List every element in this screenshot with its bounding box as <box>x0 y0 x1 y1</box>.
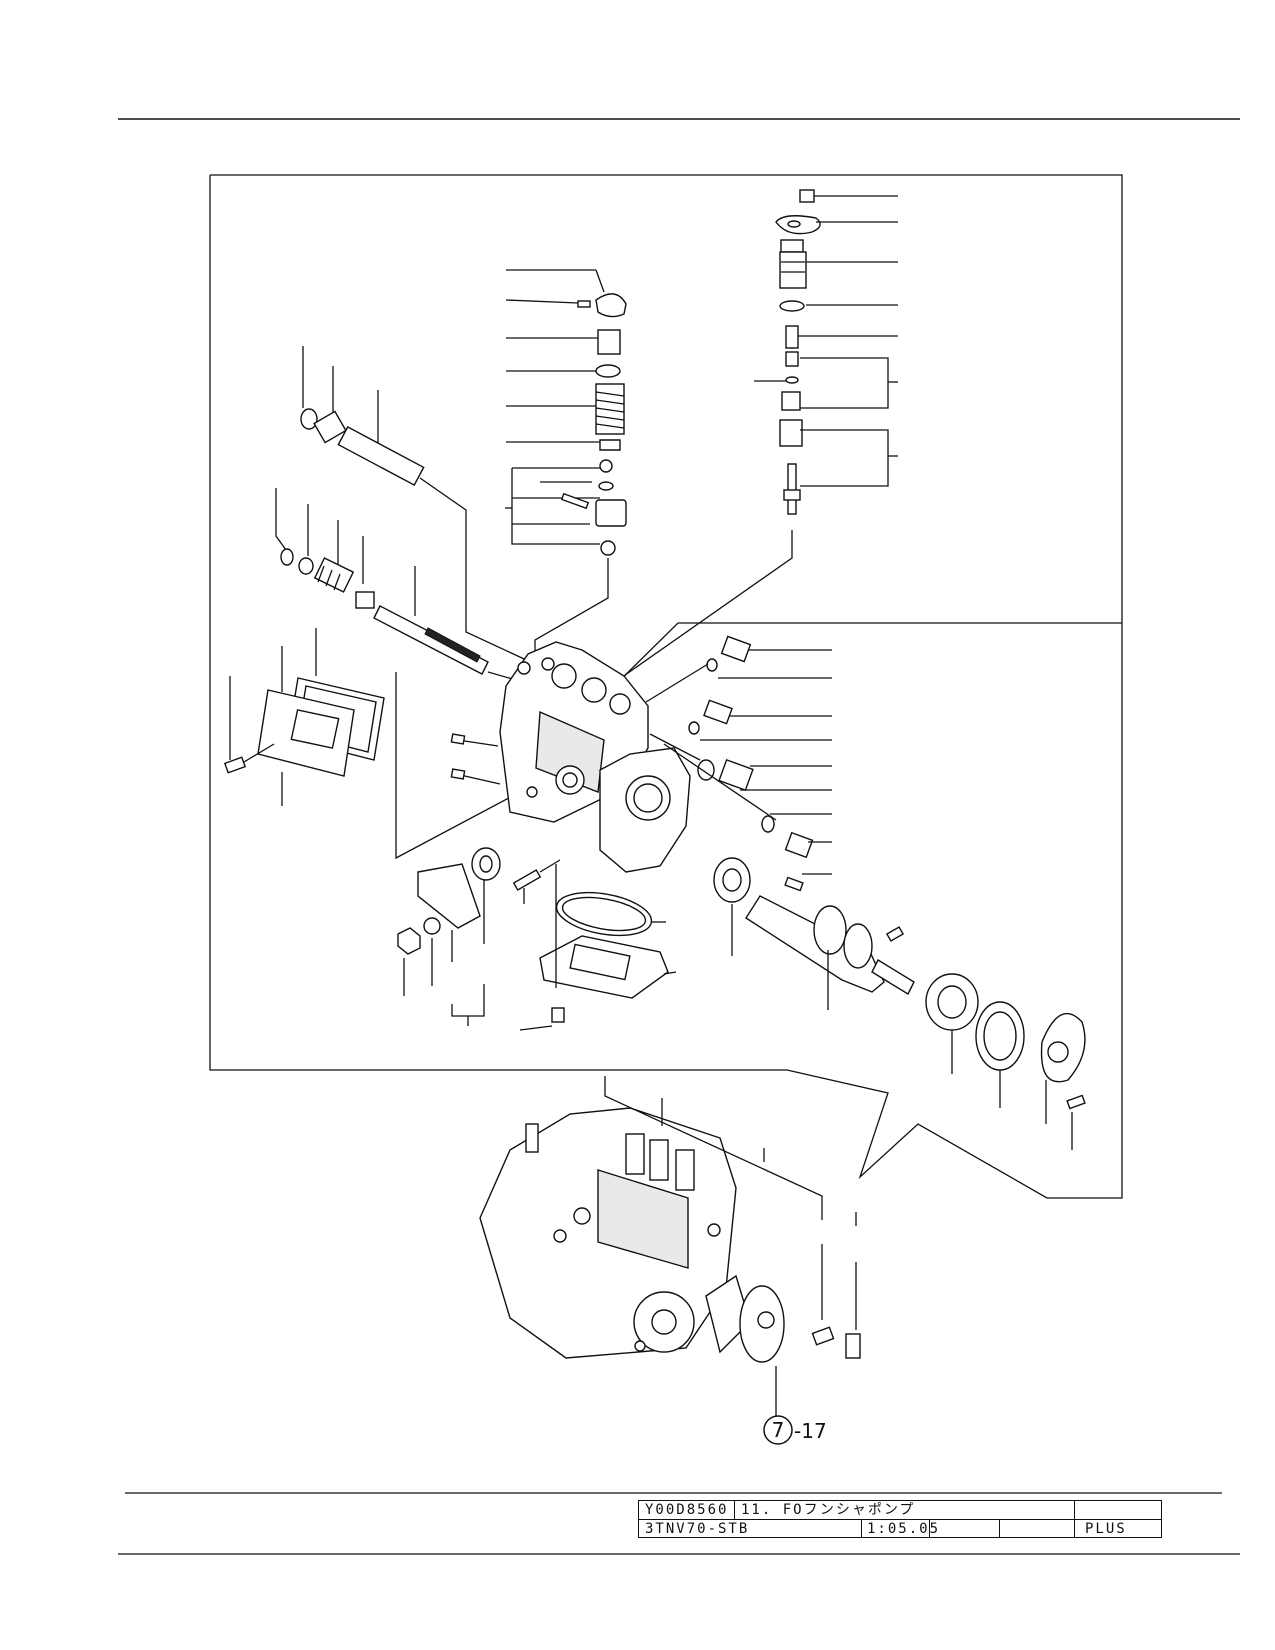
control-rack-parts-top <box>300 346 536 665</box>
title-block: Y00D8560 11. FOフンシャポンプ 3TNV70-STB 1:05.0… <box>638 1500 1162 1538</box>
callout-number: 7 <box>772 1418 785 1442</box>
callout-suffix: -17 <box>794 1419 827 1443</box>
cover-plate-parts <box>397 847 561 1026</box>
camshaft-assembly <box>713 857 1086 1150</box>
model-number: 3TNV70-STB <box>645 1521 750 1537</box>
callout-circle <box>763 1415 793 1445</box>
pump-housing <box>450 641 691 873</box>
edition-label: PLUS <box>1085 1521 1127 1537</box>
section-title: 11. FOフンシャポンプ <box>741 1502 916 1518</box>
scale-date: 1:05.05 <box>867 1521 941 1537</box>
assembled-pump-illustration <box>479 1076 861 1363</box>
base-gasket-parts <box>519 864 677 1031</box>
drawing-number: Y00D8560 <box>645 1502 729 1518</box>
subframe-line <box>599 622 1122 701</box>
delivery-valve-holder-stack <box>617 189 898 681</box>
housing-plugs <box>645 635 832 859</box>
delivery-valve-stack <box>505 269 627 675</box>
exploded-view-frame <box>209 174 1123 1199</box>
reference-callout: 7 -17 <box>763 1366 827 1445</box>
side-cover-parts <box>223 628 521 860</box>
control-rack-parts <box>275 488 531 685</box>
